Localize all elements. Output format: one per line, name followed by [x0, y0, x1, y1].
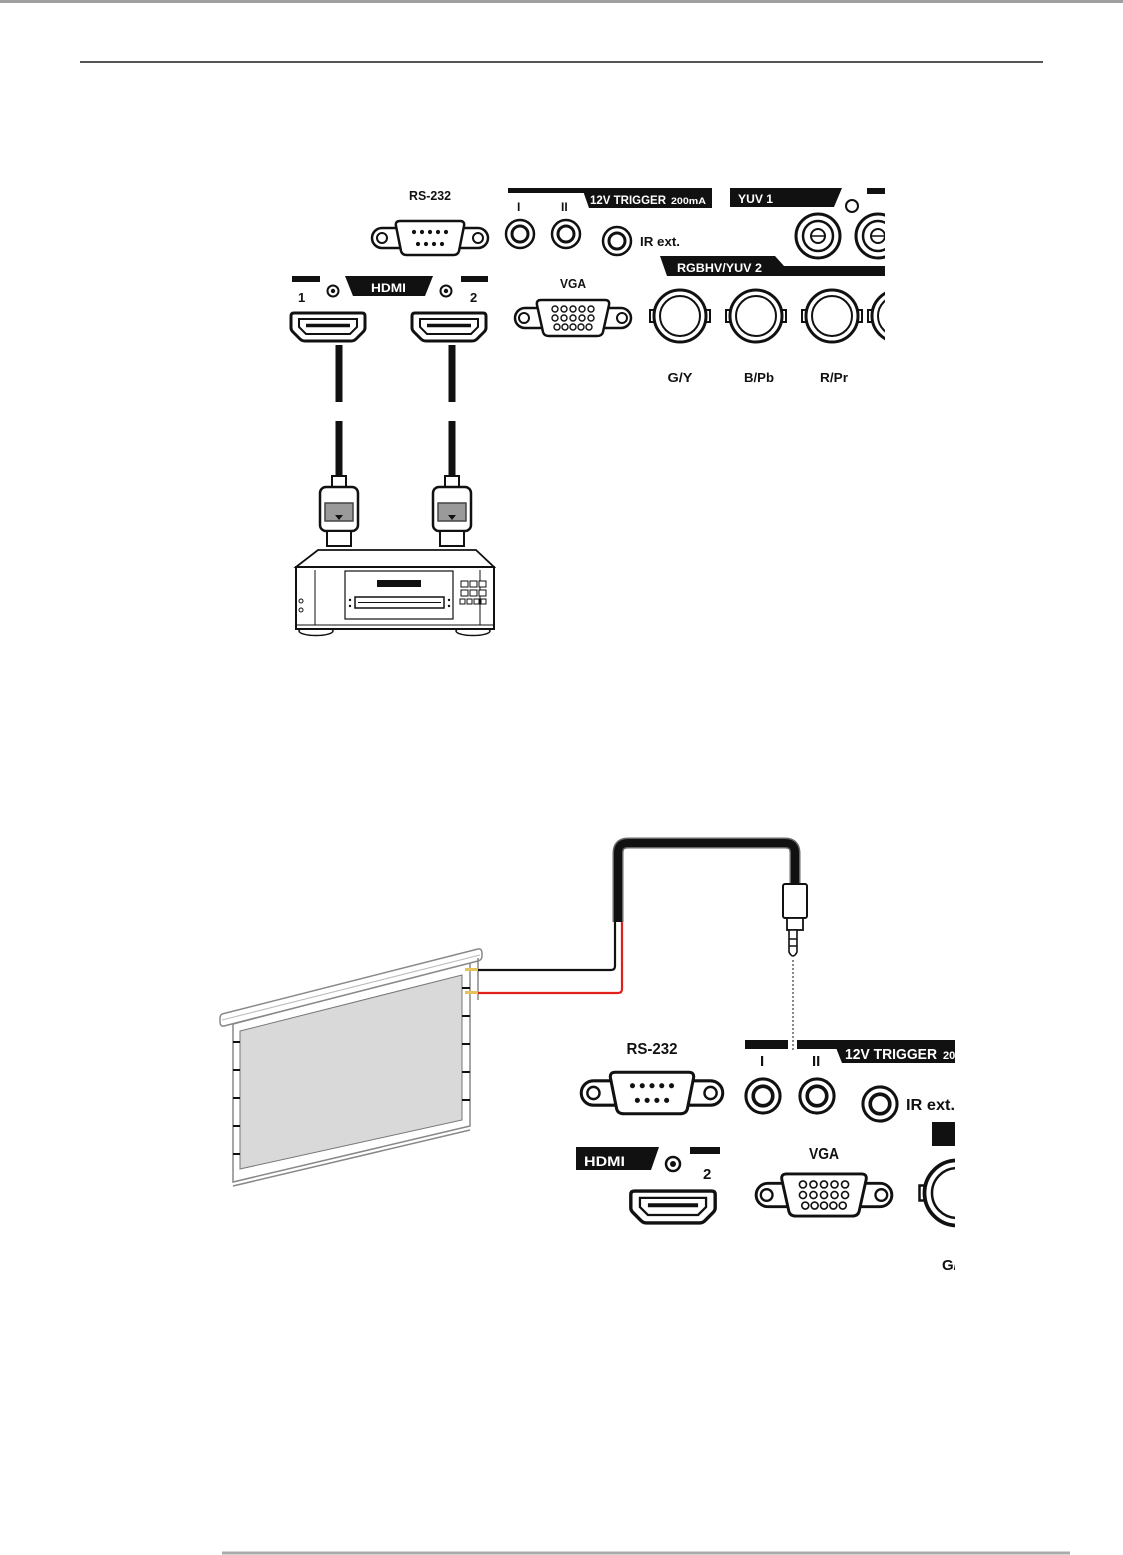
- yuv1-label: YUV 1: [738, 192, 773, 206]
- player-buttons: [459, 580, 487, 605]
- hdmi-port-1: [289, 311, 367, 343]
- bnc-g-y: [917, 1158, 955, 1228]
- player-display: [377, 580, 421, 587]
- trigger-cable: [465, 837, 808, 1050]
- trigger-bar-stripe-left: [745, 1040, 788, 1049]
- hdmi-bar-tab: [345, 276, 433, 296]
- ir-ext-label: IR ext.: [640, 234, 680, 249]
- trigger-rating: 20: [943, 1050, 955, 1062]
- trigger-bar-tab: [582, 188, 712, 208]
- hdmi-port-1-label: 1: [298, 290, 305, 305]
- rs232-label: RS-232: [627, 1041, 678, 1058]
- red-wire: [478, 918, 624, 995]
- yuv1-indicator: [845, 199, 859, 213]
- trigger-port-1-label: I: [760, 1053, 764, 1070]
- hdmi-port-2-label: 2: [470, 290, 477, 305]
- hdmi-bar-tab: [576, 1147, 659, 1170]
- bnc-h: [866, 288, 885, 344]
- ir-ext-label: IR ext.: [906, 1097, 955, 1114]
- rgbhv-bar: [660, 256, 885, 276]
- ir-ext-jack: [601, 225, 633, 257]
- hdmi-port-2: [628, 1189, 718, 1225]
- bnc-g-y-label: G/Y: [668, 370, 693, 385]
- vga-label: VGA: [809, 1146, 839, 1163]
- cable-jacket: [614, 839, 799, 922]
- hdmi-1-led: [326, 284, 340, 298]
- trigger-jack-1: [504, 218, 536, 250]
- trigger-bar-tab: [833, 1040, 955, 1063]
- screen-surface: [239, 974, 463, 1170]
- vga-port: [513, 298, 633, 338]
- rgbhv-label: RGBHV/YUV 2: [677, 261, 762, 275]
- projection-screen: [219, 948, 483, 1187]
- trigger-port-2-label: II: [812, 1053, 820, 1070]
- hdmi-connection-diagram: RS-232 12V TRIGGER 200mA I II IR ext. YU…: [289, 188, 885, 637]
- yuv1-bar-stripe: [867, 188, 885, 194]
- trigger-bar-stripe-right: [797, 1040, 837, 1049]
- rca-jack-2: [854, 212, 885, 260]
- vga-label: VGA: [560, 276, 587, 291]
- rs232-port: [370, 219, 490, 257]
- hdmi-bar-right: [690, 1147, 720, 1154]
- media-player: [293, 549, 497, 637]
- hdmi-bar-left: [292, 276, 320, 282]
- screen-edge-ticks: [233, 987, 470, 1155]
- bnc-b-pb-label: B/Pb: [744, 370, 774, 385]
- projector-input-panel-detail: RS-232 12V TRIGGER 20 I II IR ext. HDMI …: [576, 1040, 959, 1274]
- black-wire: [478, 918, 617, 972]
- bnc-r-pr: [800, 288, 864, 344]
- player-top: [293, 549, 497, 568]
- trigger-jack-2: [798, 1077, 836, 1115]
- player-front-panel: [344, 570, 454, 620]
- player-indicator-1: [298, 598, 304, 604]
- bnc-r-pr-label: R/Pr: [820, 370, 848, 385]
- trigger-label: 12V TRIGGER: [590, 193, 666, 207]
- trigger-jack-1: [744, 1077, 782, 1115]
- trigger-rating: 200mA: [671, 196, 707, 206]
- bnc-b-pb: [724, 288, 788, 344]
- trigger-jack-2: [550, 218, 582, 250]
- hdmi-port-2: [410, 311, 488, 343]
- yuv1-bar-tab: [730, 188, 842, 207]
- hdmi-2-led: [664, 1155, 682, 1173]
- ir-ext-jack: [861, 1085, 899, 1123]
- black-wire-tip: [465, 968, 478, 971]
- mini-jack-plug: [782, 883, 808, 957]
- rgbhv-bar-fragment: [932, 1122, 955, 1146]
- rs232-label: RS-232: [409, 188, 451, 203]
- hdmi-bar-right: [461, 276, 488, 282]
- hdmi-label: HDMI: [371, 281, 406, 295]
- rca-jack-1: [794, 212, 842, 260]
- hdmi-port-2-label: 2: [703, 1166, 711, 1183]
- trigger-connection-diagram: RS-232 12V TRIGGER 20 I II IR ext. HDMI …: [219, 837, 959, 1274]
- projector-input-panel: RS-232 12V TRIGGER 200mA I II IR ext. YU…: [289, 188, 885, 385]
- hdmi-cable-2: [431, 345, 473, 548]
- trigger-port-1-label: I: [517, 200, 520, 214]
- player-slot-dots: [348, 598, 451, 608]
- cable-jacket-outline: [612, 837, 801, 922]
- hdmi-plug-1: [318, 474, 360, 548]
- hdmi-label: HDMI: [584, 1153, 625, 1169]
- trigger-label: 12V TRIGGER: [845, 1046, 937, 1063]
- top-edge-rule: [0, 0, 1123, 3]
- hdmi-2-led: [439, 284, 453, 298]
- bnc-g-y: [648, 288, 712, 344]
- hdmi-cable-1: [318, 345, 360, 548]
- red-wire-tip: [465, 991, 478, 994]
- rs232-port: [579, 1070, 725, 1116]
- player-indicator-2: [298, 607, 304, 613]
- bnc-g-y-label: G/: [942, 1257, 959, 1274]
- vga-port: [754, 1172, 894, 1218]
- hdmi-plug-2: [431, 474, 473, 548]
- trigger-port-2-label: II: [561, 200, 568, 214]
